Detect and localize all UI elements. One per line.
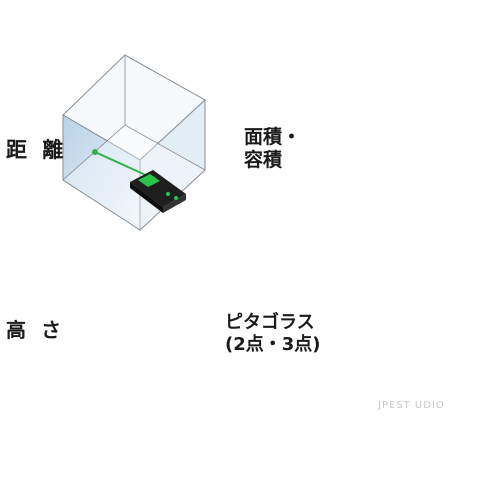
label-pythagoras-line2: (2点・3点)	[225, 333, 321, 355]
label-pythagoras-line1: ピタゴラス	[225, 312, 315, 333]
watermark: JPEST UDIO	[378, 400, 445, 411]
label-height: 高 さ	[6, 318, 65, 342]
laser-measure-device-icon	[130, 170, 186, 213]
room-cube-distance	[62, 54, 206, 232]
label-area-line2: 容積	[244, 148, 283, 171]
laser-point-icon	[92, 149, 98, 155]
label-pythagoras: ピタゴラス (2点・3点)	[225, 312, 321, 355]
laser-beam-icon	[94, 151, 151, 178]
label-area-line1: 面積・	[244, 126, 302, 148]
label-area-volume: 面積・ 容積	[244, 126, 301, 172]
label-distance: 距 離	[6, 138, 68, 162]
